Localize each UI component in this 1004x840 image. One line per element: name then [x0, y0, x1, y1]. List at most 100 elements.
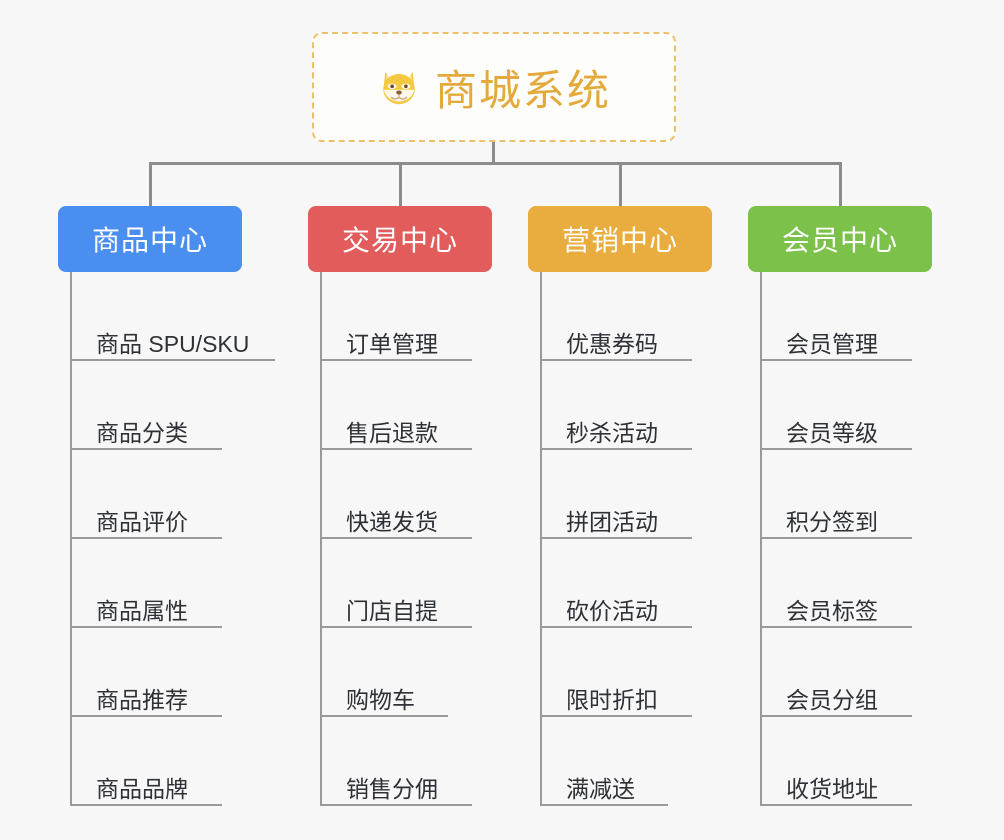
- leaf-underline: [320, 626, 472, 628]
- leaf-item[interactable]: 门店自提: [308, 539, 492, 628]
- leaf-label: 商品品牌: [96, 775, 188, 802]
- leaf-item[interactable]: 快递发货: [308, 450, 492, 539]
- leaf-label: 拼团活动: [566, 508, 658, 535]
- leaf-underline: [760, 537, 912, 539]
- leaf-label: 快递发货: [346, 508, 438, 535]
- leaf-label: 优惠券码: [566, 330, 658, 357]
- leaf-item[interactable]: 满减送: [528, 717, 712, 806]
- leaf-underline: [540, 359, 692, 361]
- leaf-underline: [320, 448, 472, 450]
- leaf-item[interactable]: 销售分佣: [308, 717, 492, 806]
- leaf-item[interactable]: 售后退款: [308, 361, 492, 450]
- leaf-label: 商品分类: [96, 419, 188, 446]
- leaf-item[interactable]: 收货地址: [748, 717, 932, 806]
- branch-header-label: 交易中心: [341, 225, 458, 256]
- root-node[interactable]: 商城系统: [312, 32, 676, 142]
- branch-header-member[interactable]: 会员中心: [748, 206, 932, 272]
- leaf-underline: [70, 537, 222, 539]
- leaf-label: 订单管理: [346, 330, 438, 357]
- leaf-underline: [540, 448, 692, 450]
- connector-root-stem: [492, 142, 495, 164]
- leaf-item[interactable]: 拼团活动: [528, 450, 712, 539]
- branch-column-trade: 交易中心 订单管理 售后退款 快递发货 门店自提 购物车: [308, 206, 492, 806]
- leaf-label: 商品评价: [96, 508, 188, 535]
- connector-drop-4: [839, 162, 842, 206]
- root-title: 商城系统: [434, 66, 611, 114]
- leaf-item[interactable]: 商品 SPU/SKU: [58, 272, 275, 361]
- leaf-label: 会员等级: [786, 419, 878, 446]
- leaf-underline: [540, 537, 692, 539]
- leaf-label: 商品 SPU/SKU: [96, 330, 250, 357]
- leaf-label: 满减送: [566, 775, 635, 802]
- leaf-label: 商品推荐: [96, 686, 188, 713]
- leaf-item[interactable]: 砍价活动: [528, 539, 712, 628]
- leaf-item[interactable]: 商品品牌: [58, 717, 242, 806]
- leaf-underline: [760, 804, 912, 806]
- leaf-item[interactable]: 订单管理: [308, 272, 492, 361]
- connector-drop-2: [399, 162, 402, 206]
- branch-header-label: 会员中心: [781, 225, 898, 256]
- leaf-label: 限时折扣: [566, 686, 658, 713]
- leaf-item[interactable]: 会员等级: [748, 361, 932, 450]
- leaf-underline: [70, 448, 222, 450]
- leaf-item[interactable]: 商品属性: [58, 539, 242, 628]
- connector-drop-1: [149, 162, 152, 206]
- branch-header-label: 营销中心: [561, 225, 678, 256]
- leaf-label: 商品属性: [96, 597, 188, 624]
- leaf-underline: [320, 537, 472, 539]
- leaf-underline: [320, 359, 472, 361]
- leaf-label: 秒杀活动: [566, 419, 658, 446]
- branch-header-label: 商品中心: [91, 225, 208, 256]
- connector-horizontal-bus: [149, 162, 839, 165]
- leaf-list-product: 商品 SPU/SKU 商品分类 商品评价 商品属性 商品推荐 商品品牌: [58, 272, 275, 806]
- leaf-label: 售后退款: [346, 419, 438, 446]
- leaf-underline: [70, 804, 222, 806]
- leaf-underline: [70, 626, 222, 628]
- branch-header-marketing[interactable]: 营销中心: [528, 206, 712, 272]
- leaf-label: 会员标签: [786, 597, 878, 624]
- leaf-label: 购物车: [346, 686, 415, 713]
- leaf-item[interactable]: 限时折扣: [528, 628, 712, 717]
- branch-column-product: 商品中心 商品 SPU/SKU 商品分类 商品评价 商品属性 商品推荐: [58, 206, 275, 806]
- branch-trunk-line: [320, 272, 322, 806]
- leaf-underline: [540, 804, 668, 806]
- leaf-item[interactable]: 会员标签: [748, 539, 932, 628]
- leaf-underline: [760, 448, 912, 450]
- leaf-underline: [760, 359, 912, 361]
- dog-face-icon: [377, 65, 421, 109]
- connector-drop-3: [619, 162, 622, 206]
- leaf-item[interactable]: 积分签到: [748, 450, 932, 539]
- branch-column-marketing: 营销中心 优惠券码 秒杀活动 拼团活动 砍价活动 限时折扣: [528, 206, 712, 806]
- leaf-list-member: 会员管理 会员等级 积分签到 会员标签 会员分组 收货地址: [748, 272, 932, 806]
- leaf-underline: [320, 804, 472, 806]
- branch-trunk-line: [70, 272, 72, 806]
- leaf-label: 会员管理: [786, 330, 878, 357]
- leaf-item[interactable]: 商品分类: [58, 361, 242, 450]
- leaf-label: 砍价活动: [566, 597, 658, 624]
- leaf-underline: [760, 626, 912, 628]
- leaf-underline: [70, 359, 275, 361]
- leaf-label: 收货地址: [786, 775, 878, 802]
- leaf-item[interactable]: 购物车: [308, 628, 492, 717]
- leaf-item[interactable]: 商品推荐: [58, 628, 242, 717]
- branch-column-member: 会员中心 会员管理 会员等级 积分签到 会员标签 会员分组: [748, 206, 932, 806]
- leaf-label: 门店自提: [346, 597, 438, 624]
- leaf-item[interactable]: 秒杀活动: [528, 361, 712, 450]
- leaf-list-marketing: 优惠券码 秒杀活动 拼团活动 砍价活动 限时折扣 满减送: [528, 272, 712, 806]
- branch-header-product[interactable]: 商品中心: [58, 206, 242, 272]
- branch-trunk-line: [760, 272, 762, 806]
- leaf-item[interactable]: 优惠券码: [528, 272, 712, 361]
- leaf-underline: [540, 626, 692, 628]
- leaf-list-trade: 订单管理 售后退款 快递发货 门店自提 购物车 销售分佣: [308, 272, 492, 806]
- leaf-label: 积分签到: [786, 508, 878, 535]
- leaf-item[interactable]: 会员管理: [748, 272, 932, 361]
- leaf-item[interactable]: 会员分组: [748, 628, 932, 717]
- branch-header-trade[interactable]: 交易中心: [308, 206, 492, 272]
- leaf-underline: [760, 715, 912, 717]
- branch-trunk-line: [540, 272, 542, 806]
- leaf-underline: [70, 715, 222, 717]
- leaf-item[interactable]: 商品评价: [58, 450, 242, 539]
- leaf-underline: [320, 715, 448, 717]
- leaf-underline: [540, 715, 692, 717]
